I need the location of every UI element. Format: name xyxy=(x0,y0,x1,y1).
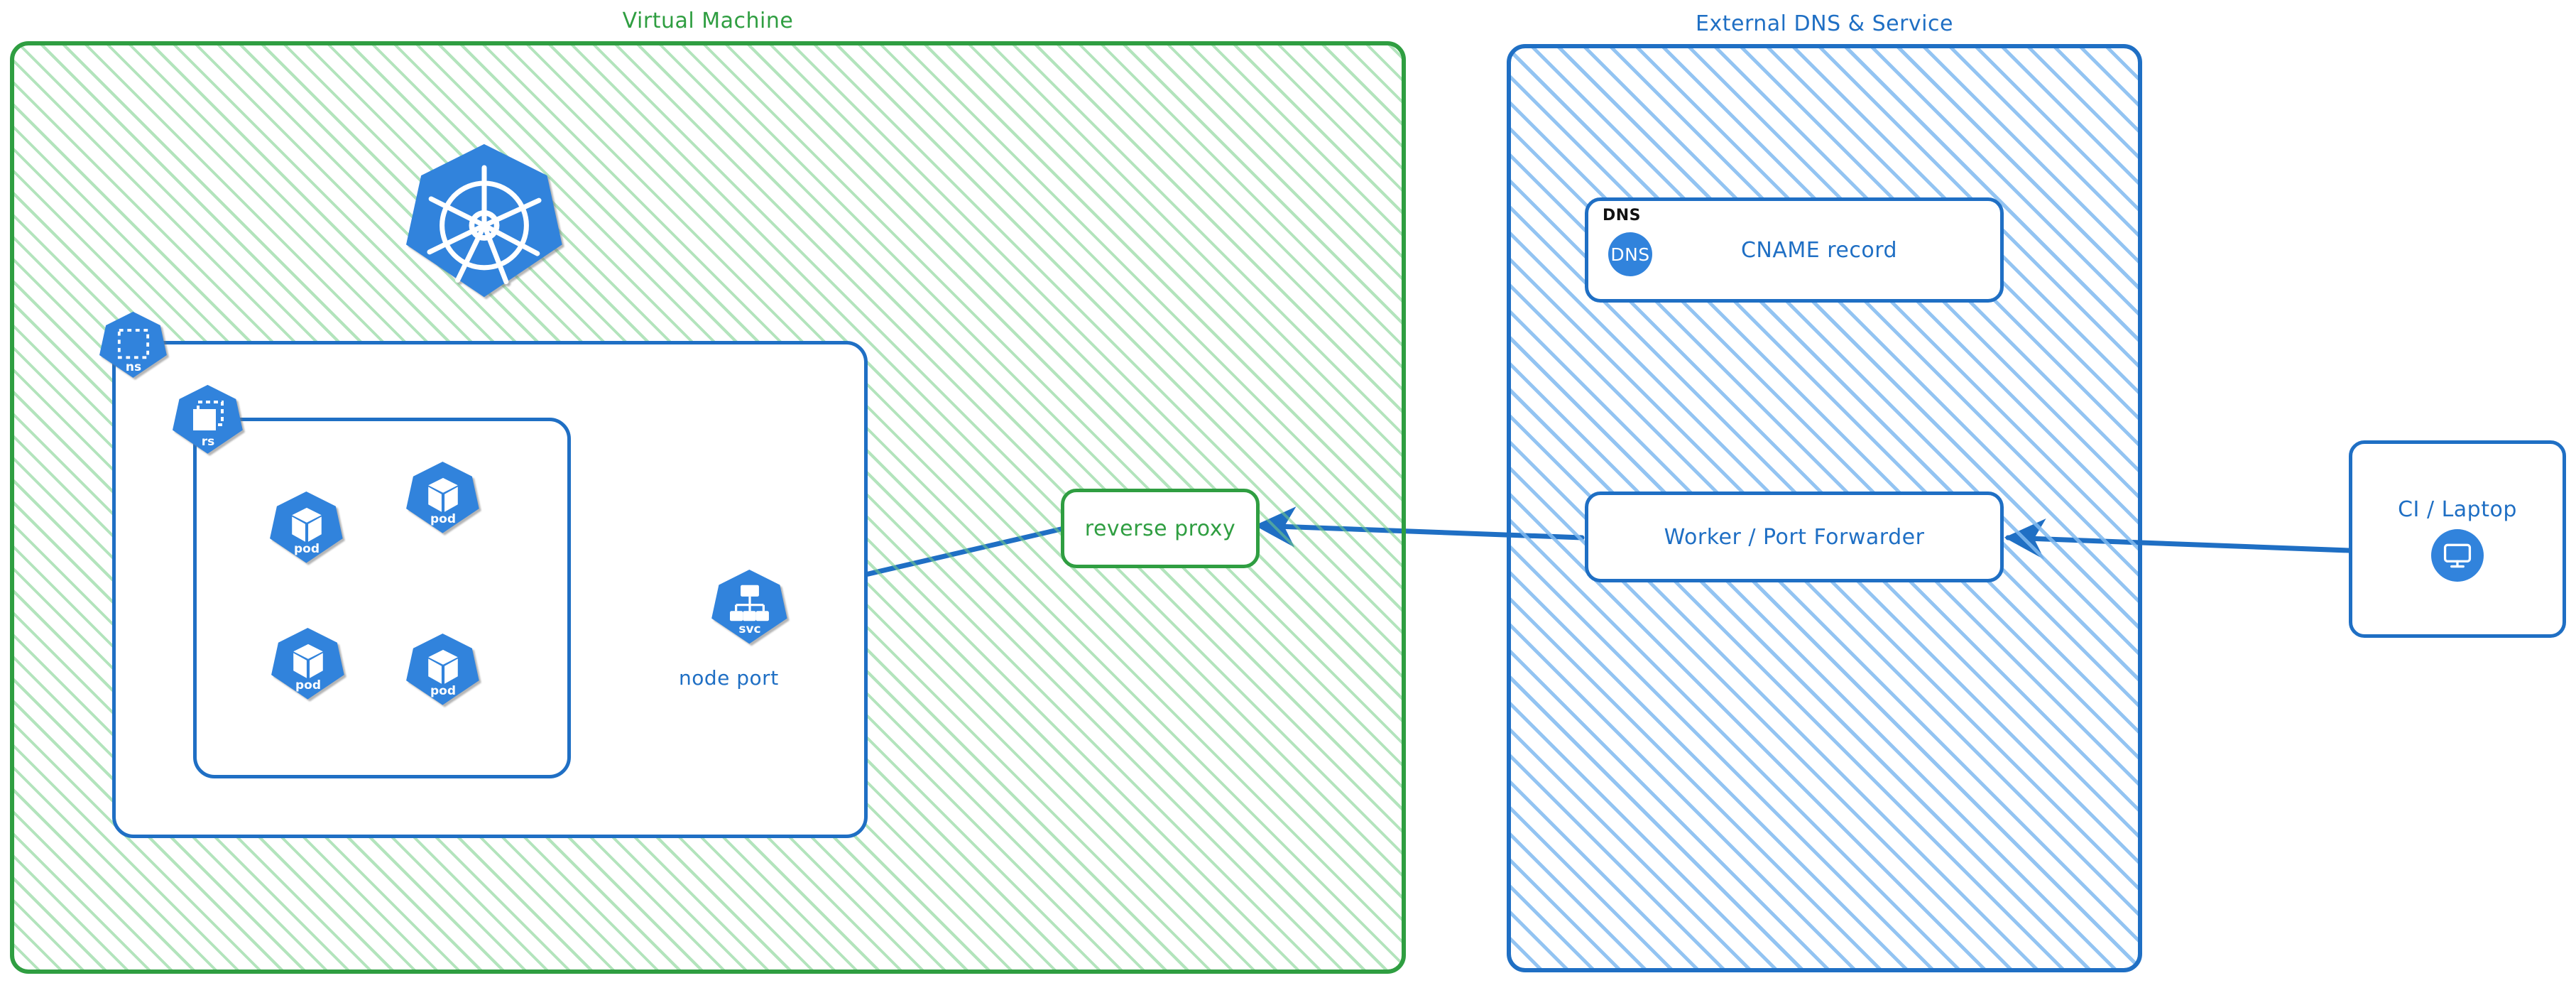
dns-badge-icon: DNS xyxy=(1608,232,1652,276)
node-port-label: node port xyxy=(679,666,779,690)
dns-badge-text: DNS xyxy=(1610,244,1650,265)
ci-laptop-label: CI / Laptop xyxy=(2398,496,2517,522)
replicaset-icon: rs xyxy=(173,384,244,457)
reverse-proxy-card[interactable]: reverse proxy xyxy=(1061,489,1260,568)
service-icon: svc xyxy=(711,568,788,648)
dns-cname-card[interactable]: DNS DNS CNAME record xyxy=(1585,197,2004,303)
ci-laptop-card[interactable]: CI / Laptop xyxy=(2349,440,2566,638)
cname-record-label: CNAME record xyxy=(1740,237,1898,263)
worker-port-forwarder-label: Worker / Port Forwarder xyxy=(1664,524,1925,550)
reverse-proxy-label: reverse proxy xyxy=(1084,516,1236,541)
group-external-dns-service-title: External DNS & Service xyxy=(1696,11,1953,36)
pod-icon-3: pod xyxy=(271,626,345,703)
desktop-monitor-icon xyxy=(2431,528,2484,582)
worker-port-forwarder-card[interactable]: Worker / Port Forwarder xyxy=(1585,492,2004,582)
pod-icon-4: pod xyxy=(406,632,480,709)
pod-icon-2: pod xyxy=(406,460,480,537)
kubernetes-logo xyxy=(406,141,562,304)
group-virtual-machine-title: Virtual Machine xyxy=(622,9,794,33)
pod-icon-1: pod xyxy=(270,490,344,567)
namespace-icon: ns xyxy=(99,310,168,381)
dns-corner-tag: DNS xyxy=(1603,207,1642,224)
replicaset-box xyxy=(193,418,571,778)
